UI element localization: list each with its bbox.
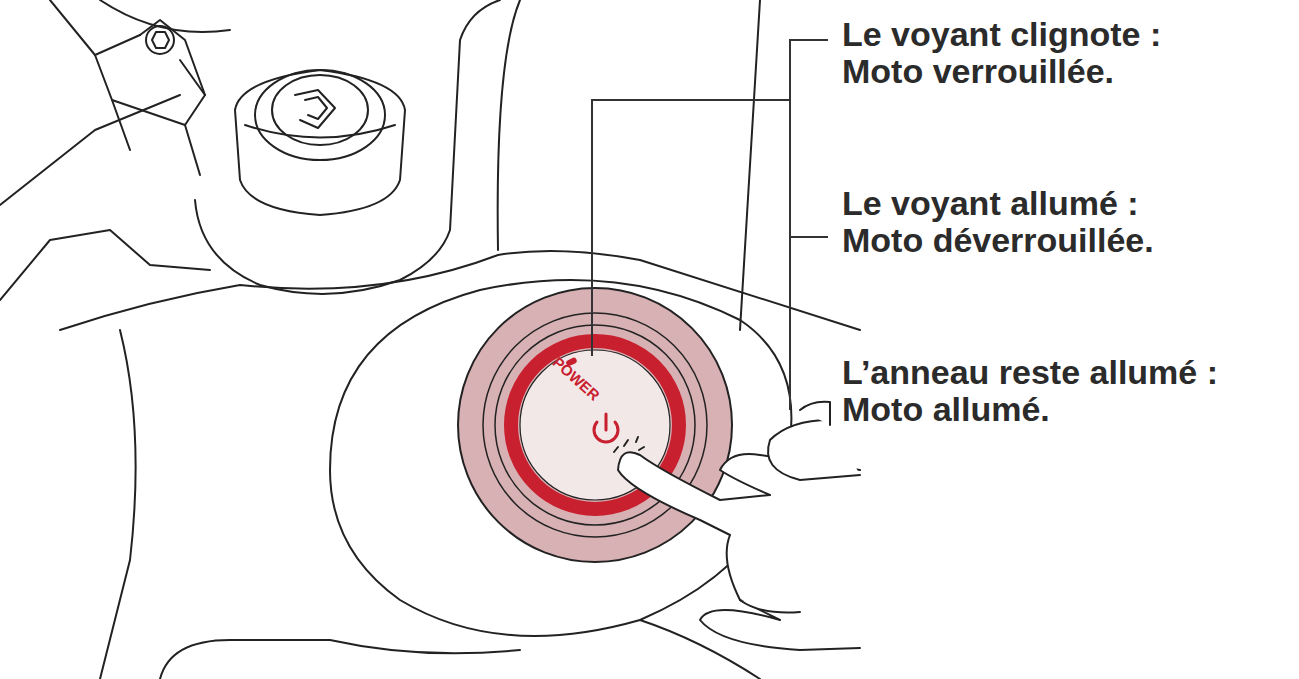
status-callout: Le voyant allumé : Moto déverrouillée. xyxy=(842,185,1187,259)
status-callout: L’anneau reste allumé : Moto allumé. xyxy=(842,354,1262,428)
status-callout: Le voyant clignote : Moto verrouillée. xyxy=(842,16,1187,90)
